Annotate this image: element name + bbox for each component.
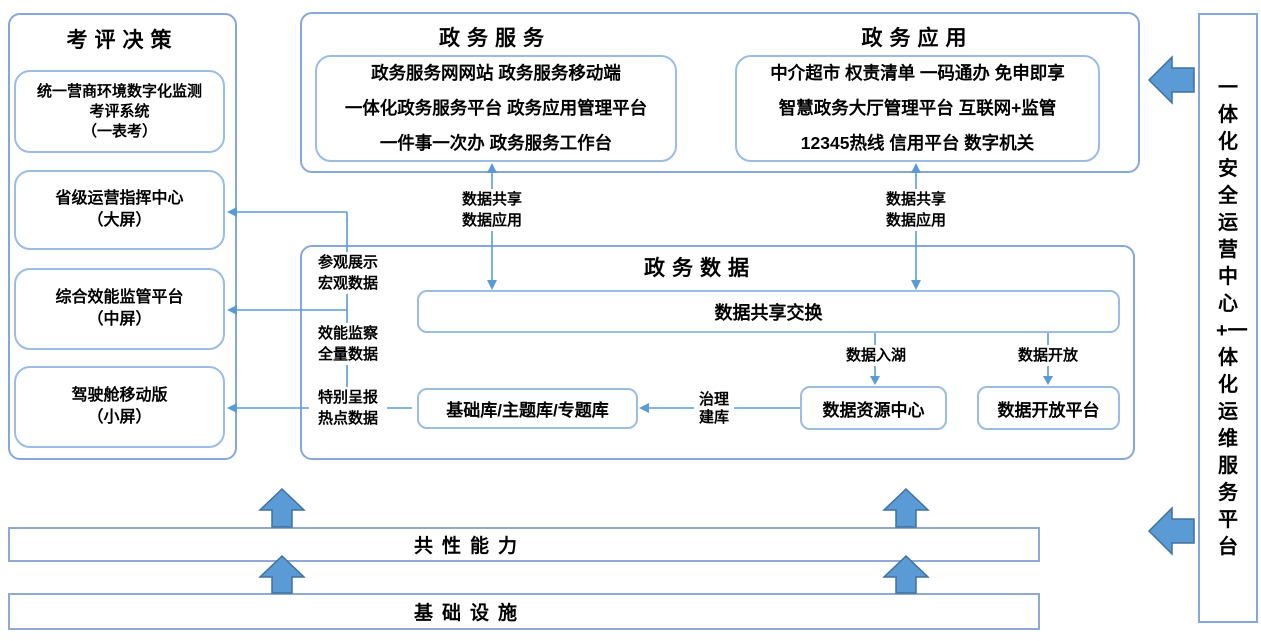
box-line: 政务服务网网站 政务服务移动端 <box>371 63 621 83</box>
box-line: （大屏） <box>87 212 152 229</box>
label-line: 数据共享 <box>885 191 946 208</box>
label-flow-small-screen: 特别呈报 热点数据 <box>309 387 387 429</box>
label-flow-big-screen: 参观展示 宏观数据 <box>309 252 387 294</box>
ops-maintenance-label: 一体化安全运营中心+一体化运维服务平台 <box>1216 77 1248 558</box>
command-center-box: 省级运营指挥中心 （大屏） <box>14 170 225 250</box>
box-line: 统一营商环境数字化监测 <box>36 82 202 100</box>
box-line: 数据资源中心 <box>822 400 925 420</box>
label-line: 数据入湖 <box>845 347 906 364</box>
box-line: 中介超市 权责清单 一码通办 免申即享 <box>770 63 1065 83</box>
cockpit-mobile-box: 驾驶舱移动版 （小屏） <box>14 366 225 448</box>
label-line: 全量数据 <box>317 346 378 363</box>
gov-data-title: 政务数据 <box>644 257 756 280</box>
data-open-platform-box: 数据开放平台 <box>977 386 1120 430</box>
monitoring-system-box: 统一营商环境数字化监测 考评系统 （一表考） <box>14 70 225 153</box>
up-block-arrow-icon <box>882 487 930 528</box>
common-capability-bar: 共性能力 <box>8 527 1040 562</box>
label-line: 治理 <box>698 391 729 408</box>
gov-applications-title: 政务应用 <box>861 27 974 50</box>
label-data-open: 数据开放 <box>1013 345 1083 366</box>
ops-maintenance-panel: 一体化安全运营中心+一体化运维服务平台 <box>1198 13 1258 623</box>
label-data-share-right: 数据共享 数据应用 <box>877 189 955 231</box>
label-line: 数据应用 <box>461 212 522 229</box>
box-line: 省级运营指挥中心 <box>55 190 184 207</box>
left-block-arrow-icon <box>1147 506 1195 556</box>
bar-label: 基础设施 <box>413 603 526 624</box>
label-into-lake: 数据入湖 <box>841 345 911 366</box>
box-line: 智慧政务大厅管理平台 互联网+监管 <box>778 98 1057 118</box>
label-data-share-left: 数据共享 数据应用 <box>453 189 531 231</box>
up-block-arrow-icon <box>258 487 306 528</box>
gov-services-title: 政务服务 <box>439 27 551 50</box>
box-line: 一件事一次办 政务服务工作台 <box>379 133 613 153</box>
label-governance: 治理 建库 <box>694 391 734 427</box>
box-line: 一体化政务服务平台 政务应用管理平台 <box>344 98 648 118</box>
gov-services-box: 政务服务网网站 政务服务移动端 一体化政务服务平台 政务应用管理平台 一件事一次… <box>315 55 677 162</box>
label-line: 建库 <box>698 409 729 426</box>
box-line: （一表考） <box>81 122 157 140</box>
data-resource-center-box: 数据资源中心 <box>800 386 947 430</box>
label-line: 数据共享 <box>461 191 522 208</box>
box-line: （小屏） <box>87 409 152 426</box>
infrastructure-bar: 基础设施 <box>8 593 1040 630</box>
box-line: 考评系统 <box>89 102 150 120</box>
box-line: 数据共享交换 <box>714 302 823 323</box>
bar-label: 共性能力 <box>413 536 526 557</box>
label-line: 效能监察 <box>317 325 378 342</box>
evaluation-panel-title: 考评决策 <box>66 29 179 52</box>
box-line: 驾驶舱移动版 <box>71 387 168 404</box>
label-line: 参观展示 <box>317 254 378 271</box>
label-line: 特别呈报 <box>317 389 378 406</box>
label-line: 数据开放 <box>1017 347 1078 364</box>
box-line: （中屏） <box>87 311 152 328</box>
left-block-arrow-icon <box>1147 55 1195 105</box>
gov-applications-box: 中介超市 权责清单 一码通办 免申即享 智慧政务大厅管理平台 互联网+监管 12… <box>735 55 1100 162</box>
efficiency-platform-box: 综合效能监管平台 （中屏） <box>14 268 225 350</box>
label-line: 热点数据 <box>317 410 378 427</box>
box-line: 数据开放平台 <box>997 400 1100 420</box>
box-line: 基础库/主题库/专题库 <box>446 401 609 420</box>
label-line: 宏观数据 <box>317 275 378 292</box>
box-line: 综合效能监管平台 <box>55 289 184 306</box>
label-line: 数据应用 <box>885 212 946 229</box>
label-flow-mid-screen: 效能监察 全量数据 <box>309 323 387 365</box>
base-db-box: 基础库/主题库/专题库 <box>417 388 638 429</box>
data-exchange-box: 数据共享交换 <box>417 290 1120 333</box>
box-line: 12345热线 信用平台 数字机关 <box>800 133 1035 153</box>
